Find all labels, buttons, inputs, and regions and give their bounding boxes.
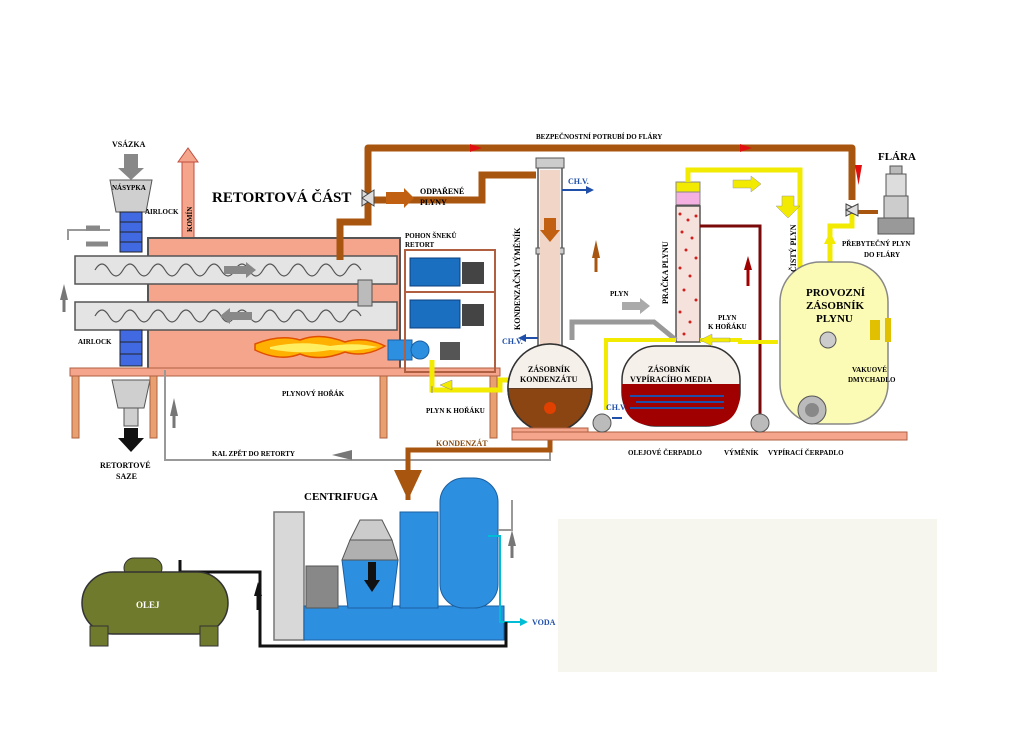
drive-label-2: RETORT: [405, 241, 435, 249]
gas-to-burner-right-1: PLYN: [718, 314, 736, 322]
gas-tank-label-1: PROVOZNÍ: [806, 287, 865, 299]
clean-gas-label: ČISTÝ PLYN: [788, 224, 798, 272]
medium-tank-label-1: ZÁSOBNÍK: [648, 364, 691, 374]
hopper: [109, 179, 153, 213]
water-tank: [439, 477, 499, 609]
airlock-bottom: [119, 329, 143, 367]
drive-motor-upper: [409, 257, 461, 287]
blower-label-1: VAKUOVÉ: [852, 366, 887, 374]
condensate-tank-label-2: KONDENZÁTU: [520, 374, 578, 384]
flare-label: FLÁRA: [878, 151, 916, 163]
exchanger-label: VÝMĚNÍK: [724, 449, 759, 457]
condensate-tank: [507, 343, 593, 439]
oil-tank: [81, 557, 229, 647]
vapor-label-1: ODPAŘENÉ: [420, 186, 464, 196]
char-label-1: RETORTOVÉ: [100, 460, 151, 470]
centrifuge-area: [178, 477, 528, 648]
chimney-label: KOMÍN: [186, 207, 194, 232]
gas-scrubber: [675, 181, 701, 343]
sludge-return-label: KAL ZPĚT DO RETORTY: [212, 450, 295, 458]
oil-pump: [592, 413, 612, 433]
scrub-pump-label: VYPÍRACÍ ČERPADLO: [768, 449, 844, 457]
gas-burner: [387, 339, 413, 361]
safety-pipe-label: BEZPEČNOSTNÍ POTRUBÍ DO FLÁRY: [536, 133, 662, 141]
condenser-label: KONDENZAČNÍ VÝMĚNÍK: [512, 227, 522, 330]
drive-rack: [404, 249, 496, 373]
condensate-tank-label-1: ZÁSOBNÍK: [528, 364, 571, 374]
gas-to-burner-right-2: K HOŘÁKU: [708, 323, 747, 331]
scrubber-label: PRAČKA PLYNU: [660, 241, 670, 304]
excess-gas-label-2: DO FLÁRY: [864, 251, 900, 259]
control-cabinet: [273, 511, 305, 641]
tank-platform: [511, 431, 908, 441]
flare: [852, 165, 915, 235]
feed-arrow: [118, 154, 144, 180]
feed-label: VSÁZKA: [112, 139, 146, 149]
vapor-arrow: [386, 188, 414, 208]
cooling-water-mid: CH.V.: [502, 337, 523, 346]
safety-pipe: [364, 144, 862, 200]
retort-section: [69, 147, 501, 452]
airlock-bottom-label: AIRLOCK: [78, 338, 112, 346]
gas-label: PLYN: [610, 290, 628, 298]
medium-tank-label-2: VYPÍRACÍHO MEDIA: [630, 374, 712, 384]
cooling-water-bottom: CH.V.: [606, 403, 627, 412]
retort-section-title: RETORTOVÁ ČÁST: [212, 189, 351, 206]
drive-label-1: POHON ŠNEKŮ: [405, 232, 457, 240]
retort-frame: [69, 367, 501, 377]
scrubbing-pump: [750, 413, 770, 433]
cooling-water-top: CH.V.: [568, 177, 589, 186]
blank-note-panel: [558, 519, 937, 672]
char-label-2: SAZE: [116, 472, 137, 481]
vapor-label-2: PLYNY: [420, 198, 447, 207]
gas-tank-label-2: ZÁSOBNÍK: [806, 300, 865, 312]
oil-tank-label: OLEJ: [136, 600, 160, 610]
airlock-top-label: AIRLOCK: [145, 208, 179, 216]
drive-motor-lower: [409, 299, 461, 329]
gas-tank-label-3: PLYNU: [816, 313, 853, 325]
vapor-pipe: [368, 171, 536, 204]
excess-gas-label-1: PŘEBYTEČNÝ PLYN: [842, 240, 910, 248]
gas-to-burner-label-left: PLYN K HOŘÁKU: [426, 407, 485, 415]
condenser: [518, 157, 600, 366]
water-label: VODA: [532, 618, 556, 627]
operating-gas-tank: [779, 261, 891, 425]
blower-label-2: DMYCHADLO: [848, 376, 896, 384]
scrubber-column: [675, 205, 701, 343]
oil-pump-label: OLEJOVÉ ČERPADLO: [628, 449, 703, 457]
centrifuge-bowl: [349, 519, 393, 541]
char-hopper: [111, 379, 151, 409]
hopper-label: NÁSYPKA: [112, 184, 146, 192]
burner-label: PLYNOVÝ HOŘÁK: [282, 390, 345, 398]
condensate-label: KONDENZÁT: [436, 438, 488, 448]
condensate-arrow: [394, 470, 422, 500]
scrubbing-medium-tank: [621, 345, 741, 427]
centrifuge-label: CENTRIFUGA: [304, 491, 378, 503]
